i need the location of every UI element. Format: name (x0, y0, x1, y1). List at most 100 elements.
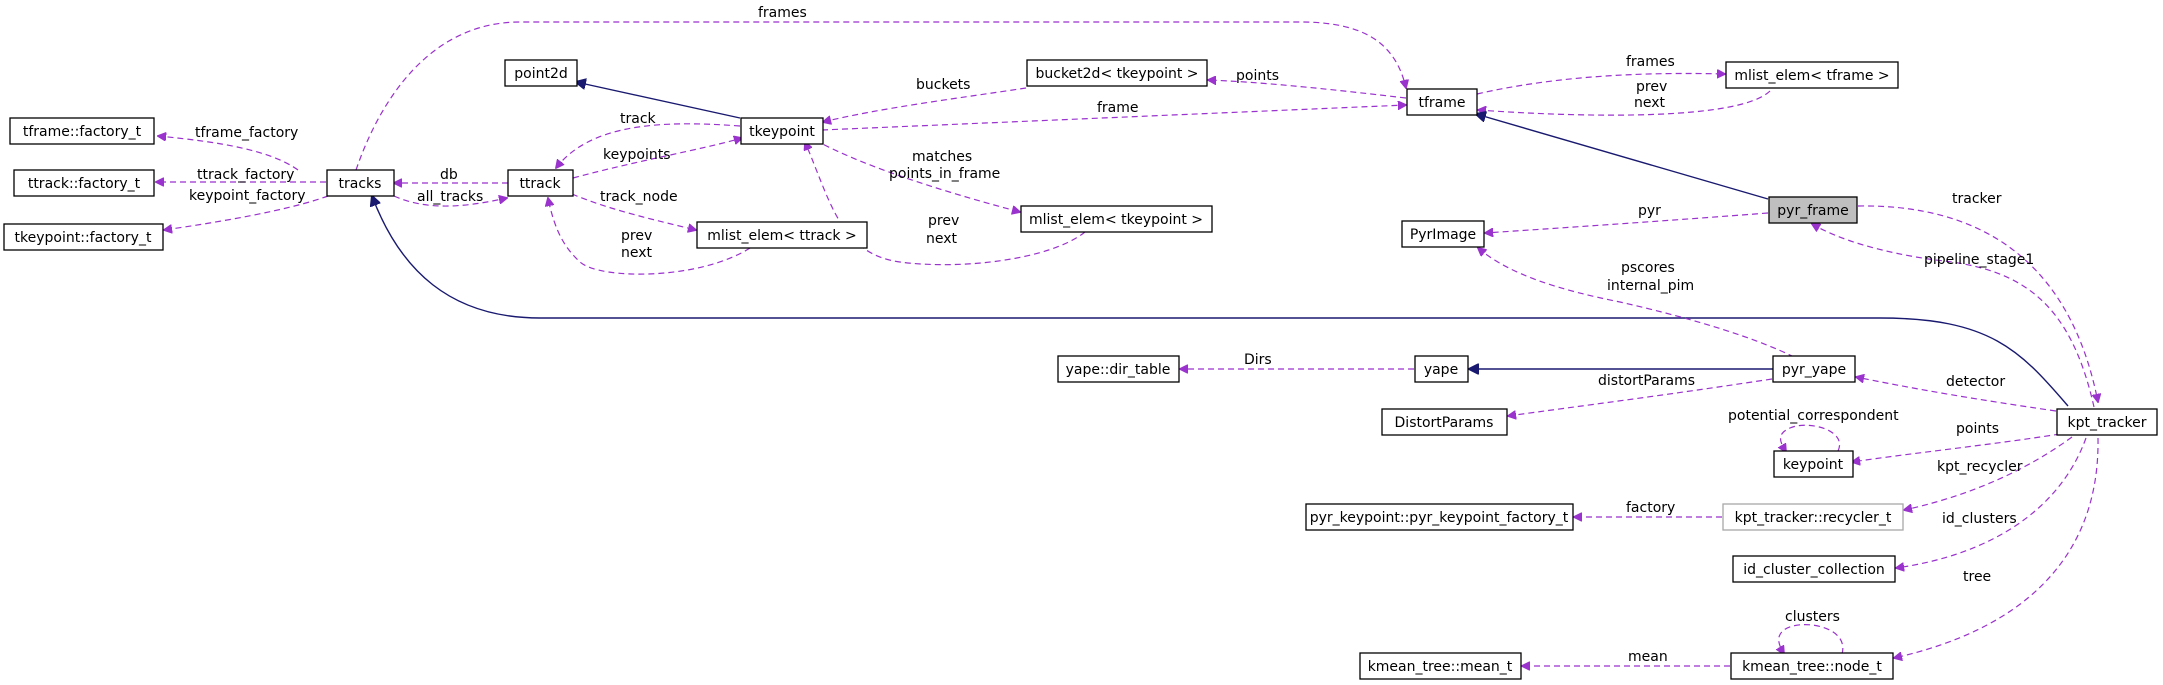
label-frame: frame (1097, 100, 1139, 116)
label-dirs: Dirs (1244, 352, 1272, 368)
edge-tframe-bucket2d-points (1208, 80, 1407, 99)
node-kmean-tree-node-label: kmean_tree::node_t (1742, 659, 1882, 675)
node-ttrack[interactable]: ttrack (507, 169, 574, 197)
node-recycler[interactable]: kpt_tracker::recycler_t (1722, 503, 1904, 531)
node-id-cluster-collection[interactable]: id_cluster_collection (1732, 555, 1896, 583)
node-mlist-tkeypoint[interactable]: mlist_elem< tkeypoint > (1020, 205, 1213, 233)
node-pyr-frame[interactable]: pyr_frame (1768, 196, 1858, 224)
label-frames-top: frames (758, 5, 807, 21)
edge-tkeypoint-mlist-tkeypoint (814, 139, 1020, 212)
node-mlist-ttrack[interactable]: mlist_elem< ttrack > (696, 221, 868, 249)
node-yape-dir-table[interactable]: yape::dir_table (1057, 355, 1180, 383)
label-distortparams: distortParams (1598, 373, 1695, 389)
edge-pyryape-pyrimage (1478, 248, 1795, 358)
edge-labels: frames tframe_factory ttrack_factory key… (189, 5, 2034, 665)
node-id-cluster-collection-label: id_cluster_collection (1743, 562, 1885, 578)
node-tracks[interactable]: tracks (326, 169, 395, 197)
edge-tracks-tframe-frames (355, 21, 1406, 171)
label-tframe-factory: tframe_factory (195, 125, 298, 141)
node-mlist-tframe[interactable]: mlist_elem< tframe > (1725, 61, 1899, 89)
node-pyr-yape[interactable]: pyr_yape (1772, 355, 1856, 383)
label-track-node: track_node (600, 189, 678, 205)
edge-kpttracker-recycler (1904, 436, 2073, 510)
node-yape[interactable]: yape (1414, 355, 1469, 383)
node-kpt-tracker[interactable]: kpt_tracker (2056, 408, 2158, 436)
label-kpt-recycler: kpt_recycler (1937, 459, 2023, 475)
nodes: tframe::factory_t ttrack::factory_t tkey… (3, 59, 2158, 680)
label-pscores: pscores (1621, 260, 1675, 276)
edge-tracks-tkeypoint-factory (164, 195, 329, 230)
label-pipeline-stage1: pipeline_stage1 (1924, 252, 2034, 268)
node-tframe[interactable]: tframe (1406, 88, 1478, 116)
label-frames-mlist: frames (1626, 54, 1675, 70)
node-pyr-keypoint-factory[interactable]: pyr_keypoint::pyr_keypoint_factory_t (1305, 503, 1574, 531)
label-ttrack-factory: ttrack_factory (197, 167, 294, 183)
node-tframe-factory[interactable]: tframe::factory_t (9, 117, 155, 145)
node-tkeypoint-factory[interactable]: tkeypoint::factory_t (3, 223, 164, 251)
node-tframe-label: tframe (1418, 95, 1465, 111)
edge-kpttracker-kmeantree-tree (1894, 437, 2099, 658)
label-ttrack-prev: prev (621, 228, 652, 244)
node-ttrack-label: ttrack (519, 176, 561, 192)
label-keypoint-factory: keypoint_factory (189, 188, 306, 204)
node-bucket2d-label: bucket2d< tkeypoint > (1035, 66, 1198, 82)
label-points-kpt: points (1956, 421, 1999, 437)
node-kmean-tree-mean[interactable]: kmean_tree::mean_t (1359, 652, 1522, 680)
node-ttrack-factory[interactable]: ttrack::factory_t (13, 169, 155, 197)
label-points-bucket: points (1236, 68, 1279, 84)
label-matches: matches (912, 149, 972, 165)
label-all-tracks: all_tracks (417, 189, 483, 205)
node-bucket2d[interactable]: bucket2d< tkeypoint > (1026, 59, 1208, 87)
label-db: db (440, 167, 458, 183)
node-kmean-tree-node[interactable]: kmean_tree::node_t (1730, 652, 1894, 680)
label-internal-pim: internal_pim (1607, 278, 1694, 294)
node-kmean-tree-mean-label: kmean_tree::mean_t (1368, 659, 1513, 675)
edge-kpttracker-keypoint-points (1852, 433, 2061, 462)
node-tkeypoint[interactable]: tkeypoint (740, 117, 824, 145)
node-keypoint-label: keypoint (1783, 457, 1844, 473)
label-clusters: clusters (1785, 609, 1840, 625)
node-ttrack-factory-label: ttrack::factory_t (28, 176, 141, 192)
node-pyrimage-label: PyrImage (1410, 227, 1476, 243)
node-point2d-label: point2d (514, 66, 568, 82)
label-factory: factory (1626, 500, 1675, 516)
label-next-tkeypoint: next (926, 231, 958, 247)
node-mlist-tframe-label: mlist_elem< tframe > (1734, 68, 1889, 84)
label-detector: detector (1946, 374, 2005, 390)
edge-ttrack-mlist-ttrack (571, 193, 696, 230)
node-kpt-tracker-label: kpt_tracker (2068, 415, 2147, 431)
node-yape-dir-table-label: yape::dir_table (1066, 362, 1171, 378)
edge-tframe-mlist-tframe-frames (1476, 73, 1725, 95)
edge-mlist-tframe-tframe-prev-next (1478, 90, 1771, 116)
node-mlist-tkeypoint-label: mlist_elem< tkeypoint > (1029, 212, 1203, 228)
edges (156, 21, 2099, 666)
node-yape-label: yape (1424, 362, 1458, 378)
edge-pyrframe-kpttracker-tracker (1857, 205, 2098, 402)
edge-ttrack-tkeypoint-keypoints (572, 138, 742, 179)
node-distortparams-label: DistortParams (1395, 415, 1494, 431)
edge-kpttracker-idclusters (1896, 437, 2087, 568)
edge-tracks-ttrack-all-tracks (393, 196, 507, 207)
edge-bucket2d-tkeypoint-buckets (823, 87, 1027, 122)
label-id-clusters: id_clusters (1942, 511, 2017, 527)
node-keypoint[interactable]: keypoint (1773, 450, 1854, 478)
edge-tkeypoint-ttrack-track (556, 123, 741, 168)
edge-kmeannode-self (1779, 624, 1844, 654)
node-distortparams[interactable]: DistortParams (1381, 408, 1508, 436)
label-track: track (620, 111, 657, 127)
node-point2d[interactable]: point2d (504, 59, 578, 87)
node-pyrimage[interactable]: PyrImage (1401, 220, 1485, 248)
edge-pyrframe-pyrimage-pyr (1485, 212, 1769, 233)
edge-keypoint-self (1781, 424, 1841, 452)
label-pyr: pyr (1638, 203, 1661, 219)
label-next-tframe: next (1634, 95, 1666, 111)
label-tracker: tracker (1952, 191, 2002, 207)
label-prev-tkeypoint: prev (928, 213, 959, 229)
node-recycler-label: kpt_tracker::recycler_t (1735, 510, 1892, 526)
node-tracks-label: tracks (339, 176, 382, 192)
node-pyr-frame-label: pyr_frame (1777, 203, 1848, 219)
node-tframe-factory-label: tframe::factory_t (23, 124, 142, 140)
edge-kpttracker-pyryape-detector (1856, 377, 2057, 412)
edge-pyryape-distortparams (1508, 378, 1773, 416)
